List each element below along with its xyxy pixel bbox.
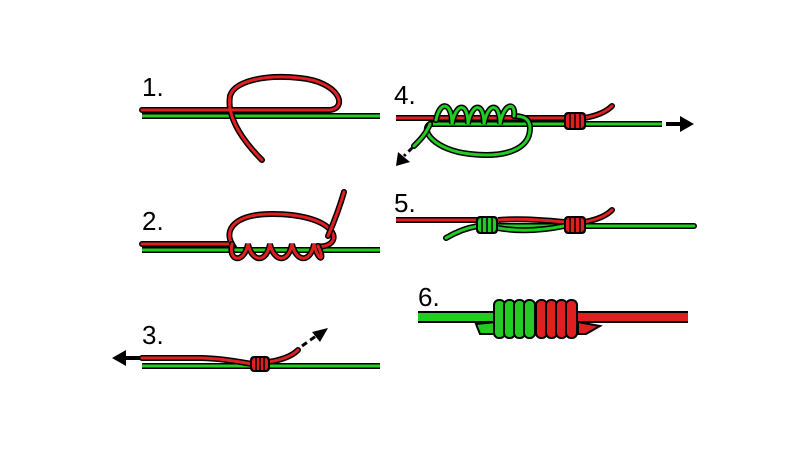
- step-1-red-line: [139, 73, 343, 163]
- step-2-coils: [228, 241, 325, 262]
- step-1: [139, 73, 380, 163]
- step-5-label: 5.: [394, 188, 416, 218]
- step-6-label: 6.: [418, 282, 440, 312]
- step-3-label: 3.: [142, 320, 164, 350]
- step-6-green-line: [418, 311, 498, 323]
- step-5: [396, 207, 697, 241]
- step-3: [112, 328, 380, 372]
- step-2-red-line: [139, 189, 347, 250]
- step-2-label: 2.: [142, 206, 164, 236]
- step-5-green-knot: [476, 216, 498, 234]
- step-5-red-knot: [564, 216, 586, 234]
- step-6: [418, 299, 688, 339]
- arrow-left-icon: [112, 350, 140, 366]
- step-2: [139, 189, 380, 262]
- step-6-tag-ends: [474, 320, 603, 335]
- step-4-label: 4.: [394, 80, 416, 110]
- step-4: [396, 103, 694, 166]
- step-3-knot: [250, 356, 270, 372]
- step-6-red-coils: [535, 299, 578, 339]
- step-1-label: 1.: [142, 72, 164, 102]
- arrow-up-right-icon: [312, 328, 328, 342]
- step-4-green-loop: [423, 113, 534, 158]
- step-5-red-line: [396, 207, 615, 225]
- step-6-red-line: [578, 311, 688, 323]
- step-6-green-coils: [493, 299, 536, 339]
- arrow-down-left-icon: [396, 152, 410, 166]
- step-4-red-knot: [564, 112, 586, 130]
- step-4-green-coils: [411, 103, 518, 149]
- step-5-green-strand: [497, 223, 565, 234]
- arrow-right-icon: [666, 116, 694, 132]
- step-3-red-line: [139, 347, 301, 367]
